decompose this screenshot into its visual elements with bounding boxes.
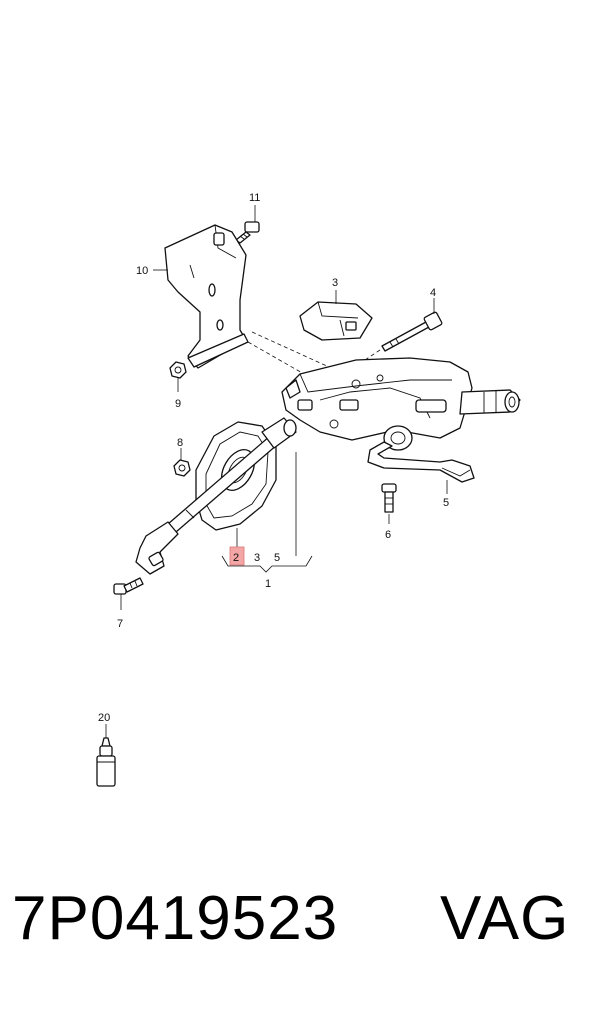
part-5-lever bbox=[367, 441, 475, 483]
part-3-module bbox=[299, 301, 373, 341]
callout-8: 8 bbox=[177, 437, 183, 449]
callout-11: 11 bbox=[249, 192, 260, 204]
callout-2: 2 bbox=[233, 552, 239, 564]
steering-column-exploded-diagram: 11 10 9 3 4 bbox=[96, 192, 521, 787]
callout-2-highlight bbox=[229, 546, 245, 566]
part-1-steering-column bbox=[281, 357, 521, 451]
callout-7: 7 bbox=[117, 618, 123, 630]
callout-20: 20 bbox=[98, 712, 110, 724]
part-6-bolt bbox=[381, 483, 397, 513]
callout-4: 4 bbox=[430, 287, 436, 299]
part-number-caption: 7P0419523 bbox=[12, 884, 339, 953]
brand-caption: VAG bbox=[440, 884, 570, 953]
assembly-line-bracket bbox=[251, 331, 341, 373]
callout-3: 3 bbox=[332, 277, 338, 289]
part-intermediate-shaft bbox=[135, 417, 297, 575]
callout-6: 6 bbox=[385, 529, 391, 541]
part-4-bolt bbox=[381, 311, 443, 352]
part-20-sealant-tube bbox=[96, 737, 116, 787]
group-brace-1 bbox=[221, 555, 313, 573]
callout-10: 10 bbox=[136, 265, 148, 277]
part-9-nut bbox=[169, 361, 187, 379]
callout-3-group: 3 bbox=[254, 552, 260, 564]
part-7-screw bbox=[113, 577, 144, 595]
callout-5: 5 bbox=[443, 497, 449, 509]
part-10-bracket bbox=[164, 224, 249, 369]
part-11-screw bbox=[235, 221, 260, 244]
part-8-nut bbox=[173, 459, 191, 477]
callout-9: 9 bbox=[175, 398, 181, 410]
callout-5-group: 5 bbox=[274, 552, 280, 564]
callout-1: 1 bbox=[265, 578, 271, 590]
